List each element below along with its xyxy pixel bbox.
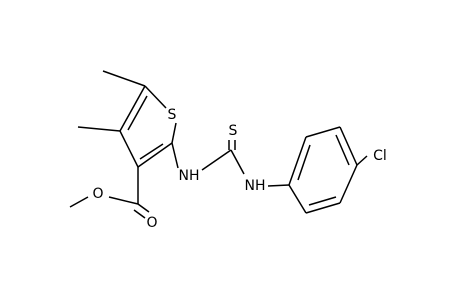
- oxygen-ether-label: O: [92, 186, 103, 202]
- bond-nh-aryl: [267, 184, 290, 187]
- nh-left-label: NH: [179, 168, 200, 184]
- bond-carbonyl-o-double-b: [133, 209, 146, 219]
- bond-ring-4: [339, 126, 358, 166]
- sulfur-thione-label: S: [229, 123, 238, 139]
- bond-c3-c4: [119, 130, 139, 168]
- bond-thiourea-c-nh: [230, 149, 245, 175]
- bond-c4-c5: [119, 85, 146, 132]
- bond-c2-c3-inner: [139, 143, 164, 160]
- bond-ring-5: [305, 126, 341, 138]
- bond-ring-cl: [356, 155, 368, 166]
- chlorine-label: Cl: [373, 148, 387, 164]
- bond-ring-inner-3: [297, 144, 311, 181]
- oxygen-carbonyl-label: O: [146, 215, 157, 231]
- bond-ring-6: [288, 136, 307, 186]
- bond-s1-c2: [171, 122, 177, 144]
- bonds: [69, 70, 368, 219]
- nh-right-label: NH: [245, 178, 266, 194]
- bond-carbonyl-o-ether: [108, 196, 139, 205]
- bond-ring-1: [288, 184, 307, 214]
- sulfur-ring-label: S: [168, 107, 177, 123]
- atom-labels: S S NH NH Cl O O: [92, 107, 386, 231]
- bond-c2-nh: [171, 142, 179, 169]
- bond-ring-3: [339, 164, 358, 204]
- bond-methyl-c5: [102, 70, 146, 87]
- bond-c5-s1: [144, 85, 167, 109]
- bond-c2-c3: [137, 142, 173, 168]
- bond-methyl-c4: [77, 126, 121, 132]
- bond-o-methyl: [69, 196, 89, 208]
- bond-c4-c5-inner: [127, 95, 148, 131]
- bond-carbonyl-o-double-a: [137, 203, 150, 213]
- bond-ring-inner-1: [308, 196, 337, 206]
- bond-nh-thiourea-c: [201, 149, 232, 171]
- bond-ring-2: [305, 202, 341, 214]
- bond-ring-inner-2: [335, 134, 350, 166]
